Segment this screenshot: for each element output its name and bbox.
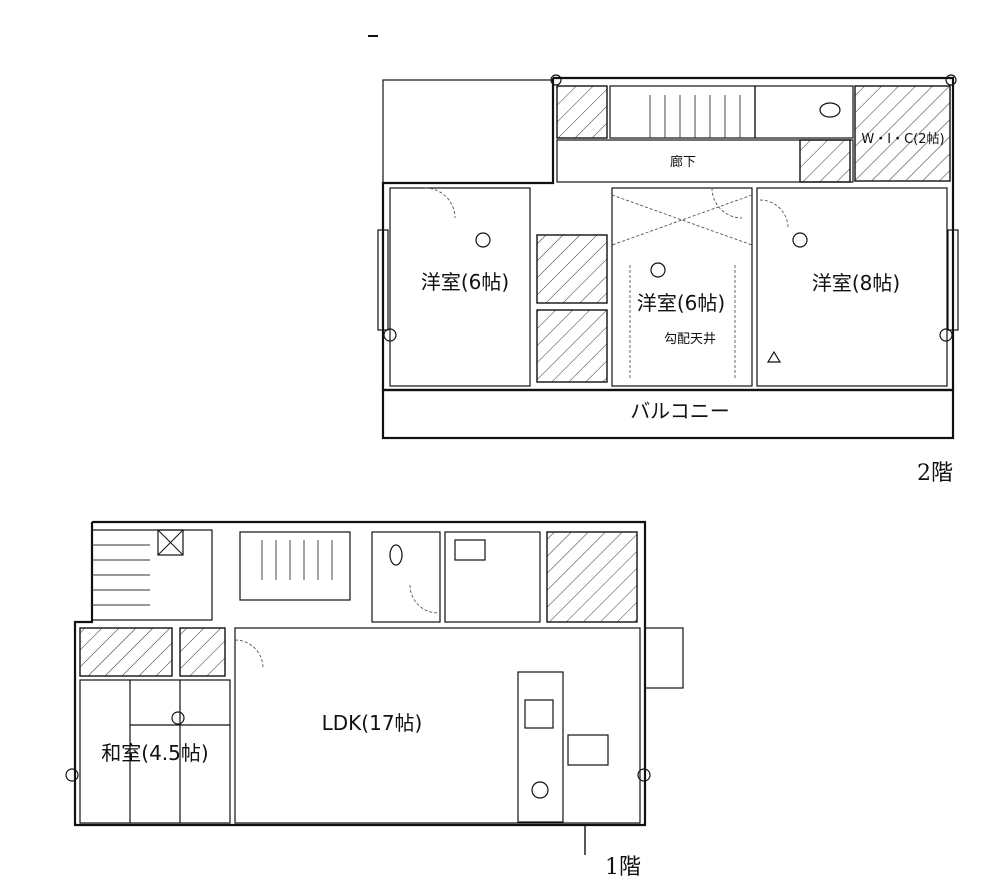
- outlet-icon: [65, 768, 79, 782]
- wic-room: [854, 85, 951, 182]
- room-label-western-left: 洋室(6帖): [421, 270, 509, 294]
- room-western-right: [756, 187, 948, 387]
- first-floor-plan: LDK(17帖) 和室(4.5帖) 1階: [65, 520, 684, 880]
- window: [377, 229, 389, 331]
- outlet-icon: [383, 328, 397, 342]
- room-label-western-center: 洋室(6帖): [637, 291, 725, 315]
- toilet-2f: [754, 85, 854, 139]
- kitchen-counter: [517, 671, 564, 823]
- stove-icon: [531, 781, 549, 799]
- hall-closet: [799, 139, 851, 183]
- room-label-ldk: LDK(17帖): [322, 711, 423, 735]
- toilet-icon: [389, 544, 403, 566]
- box-icon: [157, 529, 184, 556]
- side-porch: [644, 627, 684, 689]
- door-arc: [711, 187, 743, 219]
- stair-area-1f: [239, 531, 351, 601]
- stair-area-2f: [609, 85, 756, 139]
- kitchen-sink-icon: [524, 699, 554, 729]
- stairs-2f: [649, 95, 741, 138]
- ldk-room: [234, 627, 641, 824]
- closet-small: [179, 627, 226, 677]
- closet-japanese: [79, 627, 173, 677]
- outlet-icon: [939, 328, 953, 342]
- closet-top-left: [556, 85, 608, 139]
- closet-left-lower: [536, 309, 608, 383]
- sink-icon: [454, 539, 486, 561]
- room-western-center: [611, 187, 753, 387]
- fridge-icon: [567, 734, 609, 766]
- room-label-hallway: 廊下: [670, 154, 696, 170]
- room-label-western-right: 洋室(8帖): [812, 271, 900, 295]
- door-arc: [424, 187, 456, 219]
- balcony-outline: [381, 388, 955, 440]
- column-icon: [945, 74, 957, 86]
- triangle-mark-icon: [766, 350, 782, 363]
- closet-left-upper: [536, 234, 608, 304]
- room-label-japanese: 和室(4.5帖): [101, 741, 208, 765]
- column-icon: [550, 74, 562, 86]
- first-floor-outer-wall: [73, 520, 647, 827]
- floor-label-1f: 1階: [605, 855, 641, 880]
- room-symbol-icon: [171, 711, 185, 725]
- japanese-room: [79, 679, 231, 824]
- hallway-2f: [556, 139, 854, 183]
- stairs-1f: [261, 540, 333, 580]
- outlet-icon: [637, 768, 651, 782]
- room-symbol-icon: [650, 262, 666, 278]
- window: [947, 229, 959, 331]
- toilet-1f: [371, 531, 441, 623]
- sloped-ceiling-label: 勾配天井: [664, 332, 716, 347]
- door-arc: [759, 199, 789, 229]
- room-symbol-icon: [792, 232, 808, 248]
- bathroom: [546, 531, 638, 623]
- door-arc: [234, 639, 264, 669]
- washroom: [444, 531, 541, 623]
- room-label-balcony: バルコニー: [630, 399, 730, 423]
- second-floor-plan: 洋室(6帖) 洋室(6帖) 勾配天井 洋室(8帖) W・I・C(2帖) 廊下 バ…: [368, 35, 959, 486]
- stairs-1f-left: [92, 544, 150, 606]
- floor-label-2f: 2階: [917, 461, 953, 486]
- room-label-wic: W・I・C(2帖): [861, 132, 944, 147]
- door-arc: [409, 584, 439, 614]
- room-western-left: [389, 187, 531, 387]
- room-symbol-icon: [475, 232, 491, 248]
- toilet-icon: [819, 102, 841, 118]
- roof-outline: [382, 79, 554, 184]
